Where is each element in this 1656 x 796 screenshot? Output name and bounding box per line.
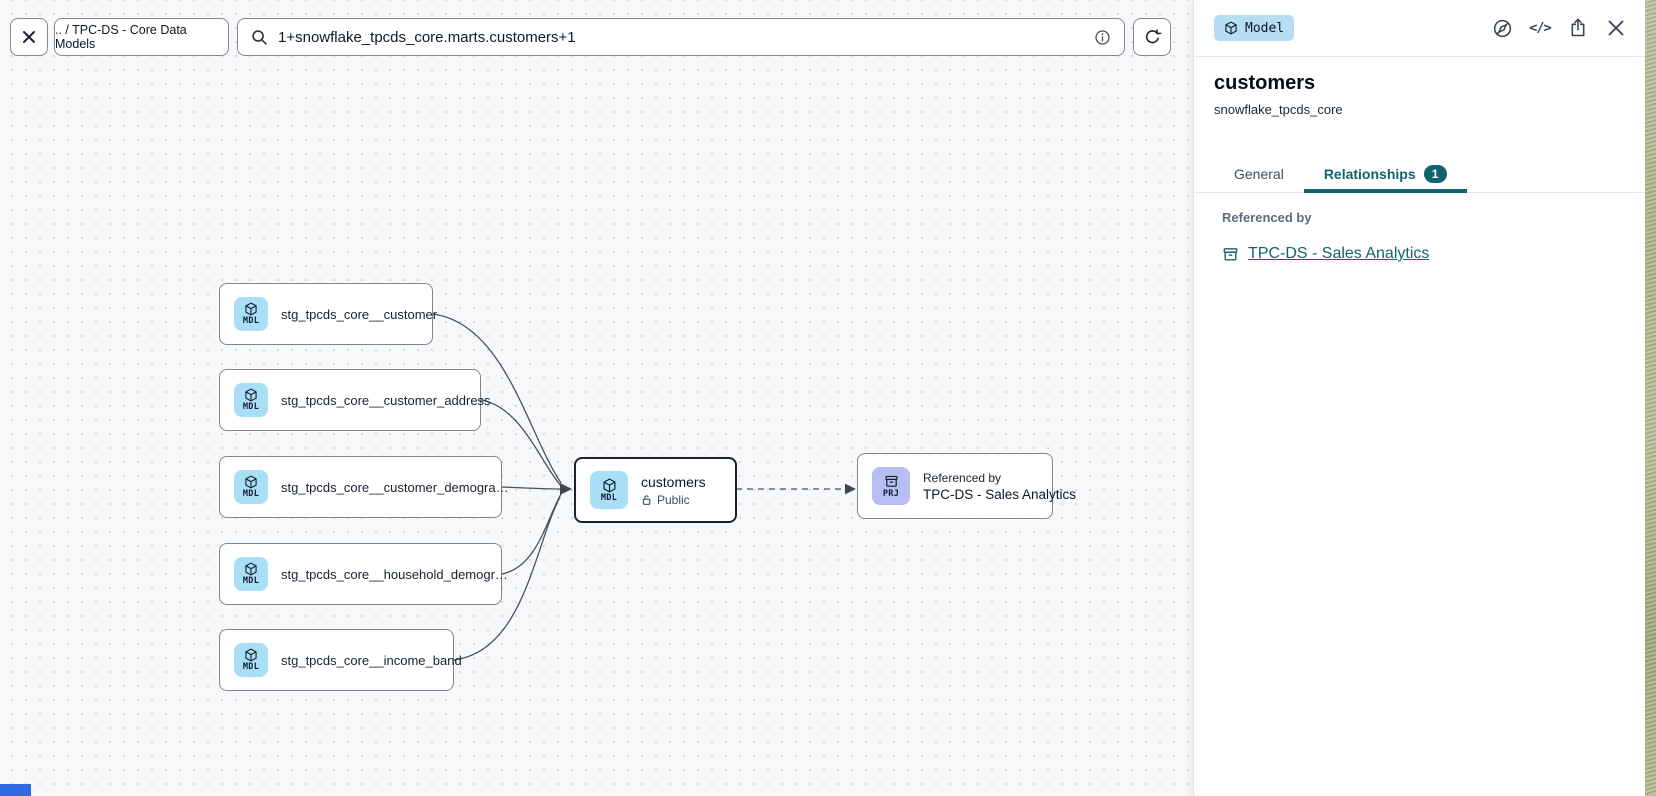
node-label: stg_tpcds_core__customer_address: [281, 392, 491, 408]
node-upstream-model[interactable]: MDL stg_tpcds_core__customer: [219, 283, 437, 345]
panel-title: customers: [1214, 72, 1316, 94]
refresh-icon: [1143, 28, 1162, 47]
cube-icon: [245, 388, 257, 402]
archive-icon: [884, 475, 898, 487]
model-type-icon: MDL: [234, 383, 268, 417]
model-type-badge: Model: [1214, 15, 1295, 41]
tab-relationships[interactable]: Relationships 1: [1303, 155, 1467, 193]
cube-icon: [245, 302, 257, 316]
project-type-icon: PRJ: [872, 467, 910, 505]
model-type-icon: MDL: [234, 297, 268, 331]
node-title: TPC-DS - Sales Analytics: [923, 486, 1077, 502]
code-icon[interactable]: </>: [1529, 20, 1551, 36]
node-selected-model[interactable]: MDL customers Public: [574, 457, 737, 523]
close-icon: [21, 29, 37, 45]
panel-subtitle: snowflake_tpcds_core: [1214, 102, 1343, 117]
close-panel-icon[interactable]: [1604, 16, 1628, 40]
tab-general[interactable]: General: [1234, 165, 1284, 182]
node-visibility: Public: [657, 492, 690, 507]
lineage-selector-value: 1+snowflake_tpcds_core.marts.customers+1: [278, 28, 576, 46]
referenced-by-label: Referenced by: [1222, 210, 1312, 225]
model-type-icon: MDL: [590, 471, 628, 509]
node-upstream-model[interactable]: MDL stg_tpcds_core__customer_demogra…: [219, 456, 509, 518]
desktop-wallpaper-edge: [1645, 0, 1656, 796]
lineage-canvas[interactable]: .. / TPC-DS - Core Data Models 1+snowfla…: [0, 0, 1193, 796]
referenced-by-link[interactable]: TPC-DS - Sales Analytics: [1248, 245, 1430, 262]
lineage-edges: [432, 313, 856, 661]
model-type-icon: MDL: [234, 470, 268, 504]
taskbar-corner-fragment: [0, 784, 31, 796]
model-type-icon: MDL: [234, 557, 268, 591]
node-title: customers: [641, 473, 706, 490]
node-kicker: Referenced by: [923, 470, 1002, 485]
refresh-button[interactable]: [1133, 18, 1171, 56]
relationships-count-badge: 1: [1423, 164, 1447, 183]
info-icon[interactable]: [1093, 28, 1112, 47]
cube-icon: [602, 478, 616, 492]
node-upstream-model[interactable]: MDL stg_tpcds_core__customer_address: [219, 369, 491, 431]
panel-tabs: General Relationships 1: [1194, 155, 1645, 193]
archive-icon: [1222, 246, 1239, 263]
node-upstream-model[interactable]: MDL stg_tpcds_core__household_demogr…: [219, 543, 508, 605]
node-label: stg_tpcds_core__income_band: [281, 652, 462, 668]
node-label: stg_tpcds_core__customer: [281, 306, 438, 322]
cube-icon: [245, 648, 257, 662]
referenced-by-item: TPC-DS - Sales Analytics: [1222, 245, 1429, 263]
compass-explore-icon[interactable]: [1490, 16, 1514, 40]
cube-icon: [1225, 21, 1237, 35]
node-label: stg_tpcds_core__customer_demogra…: [281, 479, 509, 495]
model-type-icon: MDL: [234, 643, 268, 677]
breadcrumb-label: .. / TPC-DS - Core Data Models: [55, 23, 187, 51]
details-panel: Model </> customers snowflake_tpcds_core: [1193, 0, 1645, 796]
edge-upstream-4: [501, 493, 562, 575]
lineage-selector-input[interactable]: 1+snowflake_tpcds_core.marts.customers+1: [237, 18, 1125, 56]
node-upstream-model[interactable]: MDL stg_tpcds_core__income_band: [219, 629, 462, 691]
node-label: stg_tpcds_core__household_demogr…: [281, 566, 508, 582]
lock-icon: [641, 494, 652, 506]
node-downstream-project[interactable]: PRJ Referenced by TPC-DS - Sales Analyti…: [857, 453, 1076, 519]
model-type-badge-label: Model: [1245, 20, 1285, 36]
arrowhead-into-customers: [560, 483, 572, 495]
referenced-by-section: Referenced by TPC-DS - Sales Analytics: [1222, 210, 1429, 263]
search-icon: [250, 28, 269, 47]
cube-icon: [245, 562, 257, 576]
arrowhead-into-project: [845, 483, 856, 495]
cube-icon: [245, 475, 257, 489]
share-icon[interactable]: [1566, 16, 1590, 40]
breadcrumb[interactable]: .. / TPC-DS - Core Data Models: [54, 18, 229, 56]
edge-upstream-3: [501, 486, 561, 490]
close-lineage-button[interactable]: [10, 18, 48, 56]
details-panel-header: Model </>: [1194, 0, 1645, 57]
